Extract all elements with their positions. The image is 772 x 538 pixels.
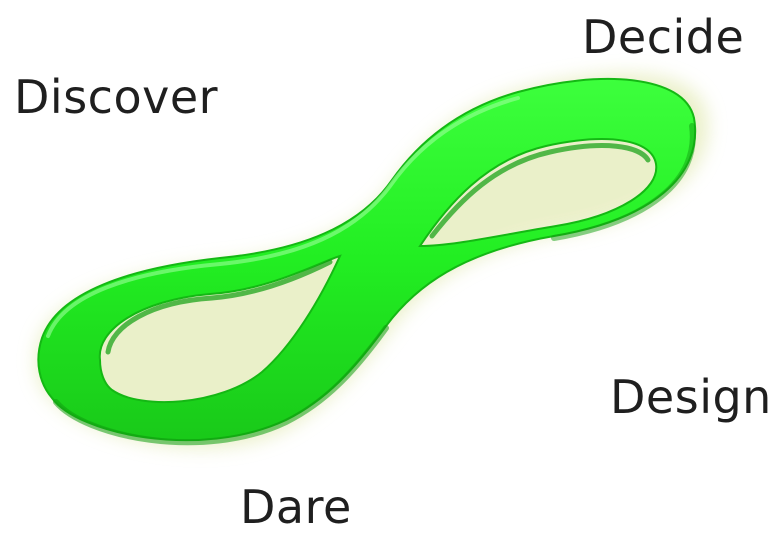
label-dare: Dare — [240, 484, 352, 530]
label-discover: Discover — [14, 74, 218, 120]
label-decide: Decide — [582, 14, 744, 60]
label-design: Design — [610, 374, 772, 420]
